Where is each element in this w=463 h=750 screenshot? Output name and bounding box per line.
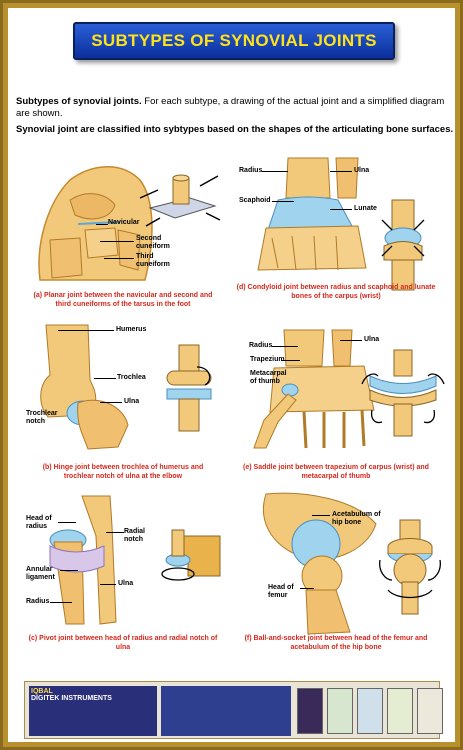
condyloid-joint-diagram (381, 199, 425, 291)
label-third-cuneiform: Third cuneiform (136, 253, 170, 268)
label-head-of-radius: Head of radius (26, 515, 52, 530)
saddle-joint-diagram (361, 349, 445, 437)
label-radius-d: Radius (239, 167, 263, 174)
label-second-cuneiform: Second cuneiform (136, 235, 170, 250)
caption-hinge: (b) Hinge joint between trochlea of hume… (42, 464, 204, 480)
foot-bones-illustration (38, 166, 153, 281)
thumb-saddle-illustration (253, 329, 375, 449)
label-annular-ligament: Annular ligament (26, 566, 55, 581)
label-radial-notch: Radial notch (124, 528, 146, 543)
caption-planar: (a) Planar joint between the navicular a… (33, 292, 213, 308)
footer-advert: IQBAL DIGITEK INSTRUMENTS (24, 681, 443, 739)
label-humerus: Humerus (116, 326, 147, 333)
poster-title: SUBTYPES OF SYNOVIAL JOINTS (91, 31, 377, 50)
caption-saddle: (e) Saddle joint between trapezium of ca… (243, 464, 429, 480)
caption-condyloid: (d) Condyloid joint between radius and s… (236, 284, 436, 300)
forearm-pivot-illustration (49, 495, 117, 625)
label-navicular: Navicular (108, 219, 140, 226)
thumbnail-1 (297, 688, 323, 734)
label-lunate: Lunate (354, 205, 377, 212)
thumbnail-2 (327, 688, 353, 734)
intro-body: For each subtype, a drawing of the actua… (16, 96, 445, 119)
label-trochlear-notch: Trochlear notch (26, 410, 58, 425)
info-block (161, 686, 291, 736)
caption-ball-socket: (f) Ball-and-socket joint between head o… (244, 635, 428, 651)
intro-line2: Synovial joint are classified into sybty… (16, 124, 454, 135)
label-trapezium: Trapezium (250, 356, 285, 363)
caption-pivot: (c) Pivot joint between head of radius a… (28, 635, 218, 651)
label-radius-e: Radius (249, 342, 273, 349)
thumbnail-5 (417, 688, 443, 734)
label-head-of-femur: Head of femur (268, 584, 294, 599)
label-metacarpal-of-thumb: Metacarpal of thumb (250, 370, 287, 385)
intro-text: Subtypes of synovial joints. For each su… (16, 96, 453, 135)
label-acetabulum: Acetabulum of hip bone (332, 511, 381, 526)
brand-subtitle: DIGITEK INSTRUMENTS (31, 695, 112, 702)
pivot-joint-diagram (161, 529, 221, 581)
planar-joint-diagram (139, 174, 221, 227)
label-ulna-d: Ulna (354, 167, 370, 174)
label-ulna-b: Ulna (124, 398, 140, 405)
brand-block: IQBAL DIGITEK INSTRUMENTS (29, 686, 157, 736)
wrist-condyloid-illustration (257, 157, 367, 271)
label-ulna-c: Ulna (118, 580, 134, 587)
title-banner: SUBTYPES OF SYNOVIAL JOINTS (73, 22, 395, 60)
label-radius-c: Radius (26, 598, 50, 605)
label-ulna-e: Ulna (364, 336, 380, 343)
label-trochlea: Trochlea (117, 374, 146, 381)
elbow-hinge-illustration (40, 324, 129, 450)
thumbnail-4 (387, 688, 413, 734)
label-scaphoid: Scaphoid (239, 197, 271, 204)
intro-lead: Subtypes of synovial joints. (16, 96, 142, 107)
hip-ball-socket-illustration (262, 492, 377, 635)
ball-socket-joint-diagram (379, 519, 441, 615)
thumbnail-3 (357, 688, 383, 734)
brand-name: IQBAL (31, 688, 53, 695)
hinge-joint-diagram (166, 344, 212, 432)
